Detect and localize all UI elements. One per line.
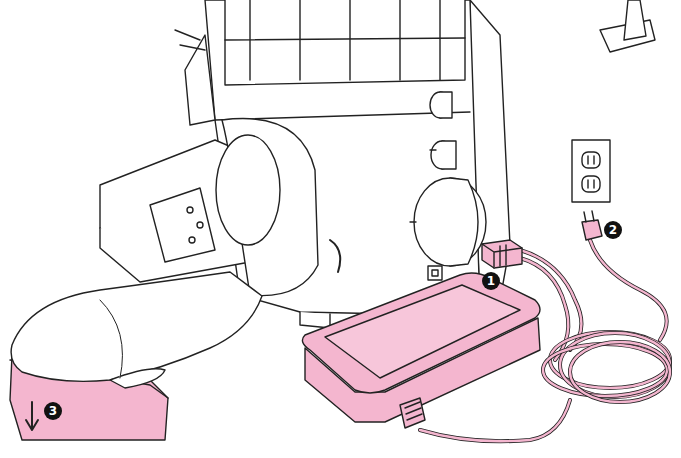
callout-number: 3 (44, 402, 62, 420)
callout-number: 2 (604, 221, 622, 239)
foot-controller (302, 273, 540, 428)
spool-stand (600, 0, 655, 52)
cord-coil (543, 332, 670, 402)
callout-number: 1 (482, 272, 500, 290)
wall-outlet (572, 140, 610, 202)
connector-plug (482, 211, 602, 268)
foot (11, 272, 262, 388)
